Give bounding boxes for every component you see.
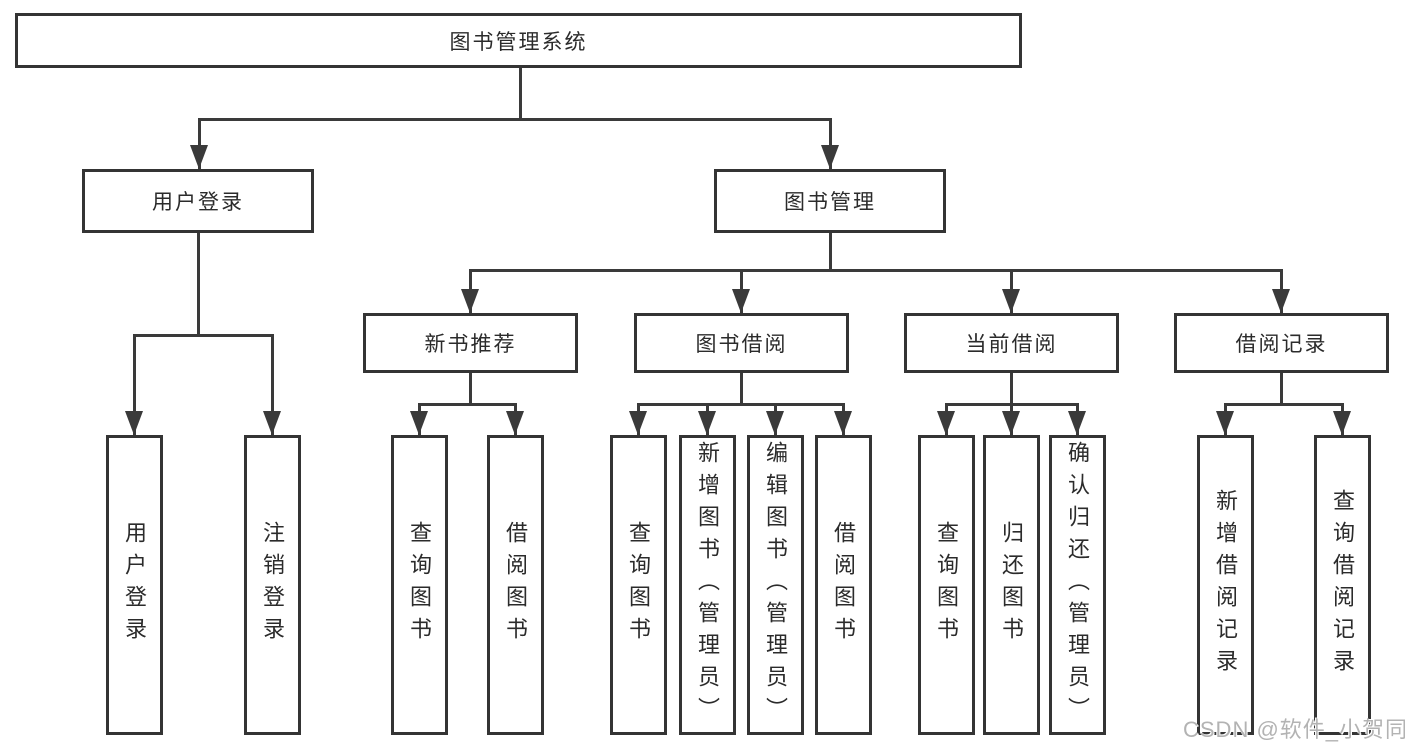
- leaf-label: 查询图书: [934, 521, 959, 649]
- leaf-query-books-recommend: 查询图书: [391, 435, 448, 735]
- arrow-down-icon: [461, 289, 479, 313]
- connector-line: [271, 334, 274, 435]
- arrow-down-icon: [506, 411, 524, 435]
- leaf-user-login: 用户登录: [106, 435, 163, 735]
- connector-line: [637, 403, 845, 406]
- leaf-borrow-books: 借阅图书: [815, 435, 872, 735]
- arrow-down-icon: [937, 411, 955, 435]
- arrow-down-icon: [125, 411, 143, 435]
- connector-line: [469, 373, 472, 406]
- node-book-borrow: 图书借阅: [634, 313, 849, 373]
- leaf-return-books: 归还图书: [983, 435, 1040, 735]
- leaf-query-books-borrow: 查询图书: [610, 435, 667, 735]
- connector-line: [133, 334, 136, 435]
- arrow-down-icon: [1272, 289, 1290, 313]
- arrow-down-icon: [698, 411, 716, 435]
- connector-line: [133, 334, 274, 337]
- leaf-label: 借阅图书: [503, 521, 528, 649]
- node-root-label: 图书管理系统: [449, 30, 588, 54]
- node-user-login-label: 用户登录: [152, 191, 244, 214]
- watermark: CSDN @软件_小贺同学: [1183, 717, 1405, 742]
- node-new-book-recommend: 新书推荐: [363, 313, 578, 373]
- connector-line: [1224, 403, 1344, 406]
- node-new-book-recommend-label: 新书推荐: [424, 333, 517, 356]
- connector-line: [740, 373, 743, 406]
- leaf-label: 借阅图书: [831, 521, 856, 649]
- arrow-down-icon: [1002, 289, 1020, 313]
- connector-line: [1280, 373, 1283, 406]
- leaf-label: 查询借阅记录: [1330, 489, 1355, 681]
- leaf-confirm-return-admin: 确认归还（管理员）: [1049, 435, 1106, 735]
- arrow-down-icon: [821, 145, 839, 169]
- connector-line: [198, 118, 201, 169]
- arrow-down-icon: [629, 411, 647, 435]
- leaf-query-borrow-record: 查询借阅记录: [1314, 435, 1371, 735]
- leaf-label: 归还图书: [999, 521, 1024, 649]
- node-current-borrow-label: 当前借阅: [965, 333, 1058, 356]
- arrow-down-icon: [1002, 411, 1020, 435]
- leaf-label: 确认归还（管理员）: [1065, 441, 1090, 729]
- node-current-borrow: 当前借阅: [904, 313, 1119, 373]
- leaf-edit-book-admin: 编辑图书（管理员）: [747, 435, 804, 735]
- arrow-down-icon: [834, 411, 852, 435]
- leaf-query-books-current: 查询图书: [918, 435, 975, 735]
- connector-line: [197, 233, 200, 337]
- node-root: 图书管理系统: [15, 13, 1022, 68]
- leaf-label: 编辑图书（管理员）: [763, 441, 788, 729]
- arrow-down-icon: [410, 411, 428, 435]
- node-user-login: 用户登录: [82, 169, 314, 233]
- leaf-add-borrow-record: 新增借阅记录: [1197, 435, 1254, 735]
- leaf-user-login-label: 用户登录: [122, 521, 147, 649]
- connector-line: [519, 68, 522, 120]
- arrow-down-icon: [766, 411, 784, 435]
- leaf-borrow-books-recommend: 借阅图书: [487, 435, 544, 735]
- leaf-label: 新增图书（管理员）: [695, 441, 720, 729]
- connector-line: [1010, 373, 1013, 406]
- node-book-borrow-label: 图书借阅: [695, 333, 788, 356]
- node-book-management-label: 图书管理: [784, 191, 876, 214]
- node-borrow-records-label: 借阅记录: [1235, 333, 1328, 356]
- connector-line: [469, 269, 1283, 272]
- connector-line: [198, 118, 832, 121]
- arrow-down-icon: [190, 145, 208, 169]
- arrow-down-icon: [732, 289, 750, 313]
- leaf-logout-label: 注销登录: [260, 521, 285, 649]
- node-borrow-records: 借阅记录: [1174, 313, 1389, 373]
- node-book-management: 图书管理: [714, 169, 946, 233]
- leaf-label: 查询图书: [407, 521, 432, 649]
- arrow-down-icon: [1333, 411, 1351, 435]
- arrow-down-icon: [1068, 411, 1086, 435]
- connector-line: [829, 233, 832, 272]
- leaf-label: 新增借阅记录: [1213, 489, 1238, 681]
- connector-line: [829, 118, 832, 169]
- arrow-down-icon: [263, 411, 281, 435]
- leaf-logout: 注销登录: [244, 435, 301, 735]
- arrow-down-icon: [1216, 411, 1234, 435]
- leaf-add-book-admin: 新增图书（管理员）: [679, 435, 736, 735]
- connector-line: [418, 403, 517, 406]
- leaf-label: 查询图书: [626, 521, 651, 649]
